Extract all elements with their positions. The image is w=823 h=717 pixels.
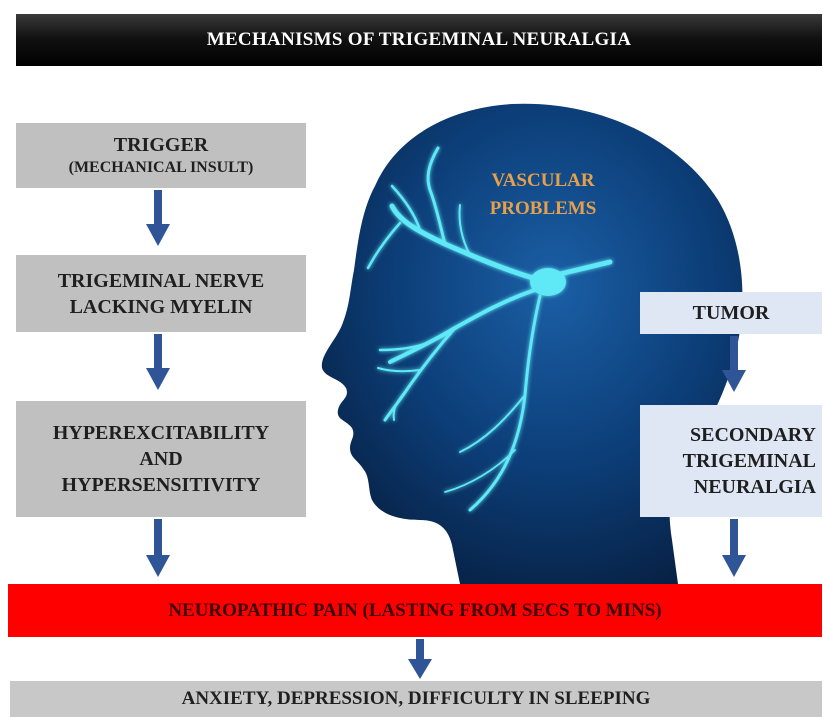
secondary-neuralgia-box: SECONDARY TRIGEMINAL NEURALGIA xyxy=(640,405,822,517)
secondary-line1: SECONDARY xyxy=(690,424,816,446)
trigger-box: TRIGGER (MECHANICAL INSULT) xyxy=(16,123,306,188)
vascular-problems-label: VASCULAR PROBLEMS xyxy=(468,167,618,222)
tumor-label: TUMOR xyxy=(692,302,770,324)
vascular-label-line1: VASCULAR xyxy=(491,170,595,191)
hyper-line2: AND xyxy=(139,448,183,470)
neuropathic-pain-bar: NEUROPATHIC PAIN (LASTING FROM SECS TO M… xyxy=(8,584,822,637)
secondary-line2: TRIGEMINAL xyxy=(682,450,816,472)
hyper-line1: HYPEREXCITABILITY xyxy=(52,422,270,444)
nerve-line2: LACKING MYELIN xyxy=(69,295,253,318)
outcome-bar: ANXIETY, DEPRESSION, DIFFICULTY IN SLEEP… xyxy=(10,681,822,717)
down-arrow-icon xyxy=(722,336,746,392)
trigeminal-nerve-icon xyxy=(366,146,613,512)
down-arrow-icon xyxy=(722,519,746,577)
hyper-box: HYPEREXCITABILITY AND HYPERSENSITIVITY xyxy=(16,401,306,517)
down-arrow-icon xyxy=(146,334,170,390)
nerve-line1: TRIGEMINAL NERVE xyxy=(57,269,265,292)
hyper-line3: HYPERSENSITIVITY xyxy=(61,474,261,496)
trigger-title: TRIGGER xyxy=(113,134,209,157)
down-arrow-icon xyxy=(408,639,432,679)
secondary-line3: NEURALGIA xyxy=(693,476,816,498)
tumor-box: TUMOR xyxy=(640,292,822,334)
trigger-subtitle: (MECHANICAL INSULT) xyxy=(68,159,254,177)
down-arrow-icon xyxy=(146,190,170,246)
vascular-label-line2: PROBLEMS xyxy=(489,197,597,219)
down-arrow-icon xyxy=(146,519,170,577)
nerve-box: TRIGEMINAL NERVE LACKING MYELIN xyxy=(16,255,306,332)
diagram-title: MECHANISMS OF TRIGEMINAL NEURALGIA xyxy=(16,14,822,66)
